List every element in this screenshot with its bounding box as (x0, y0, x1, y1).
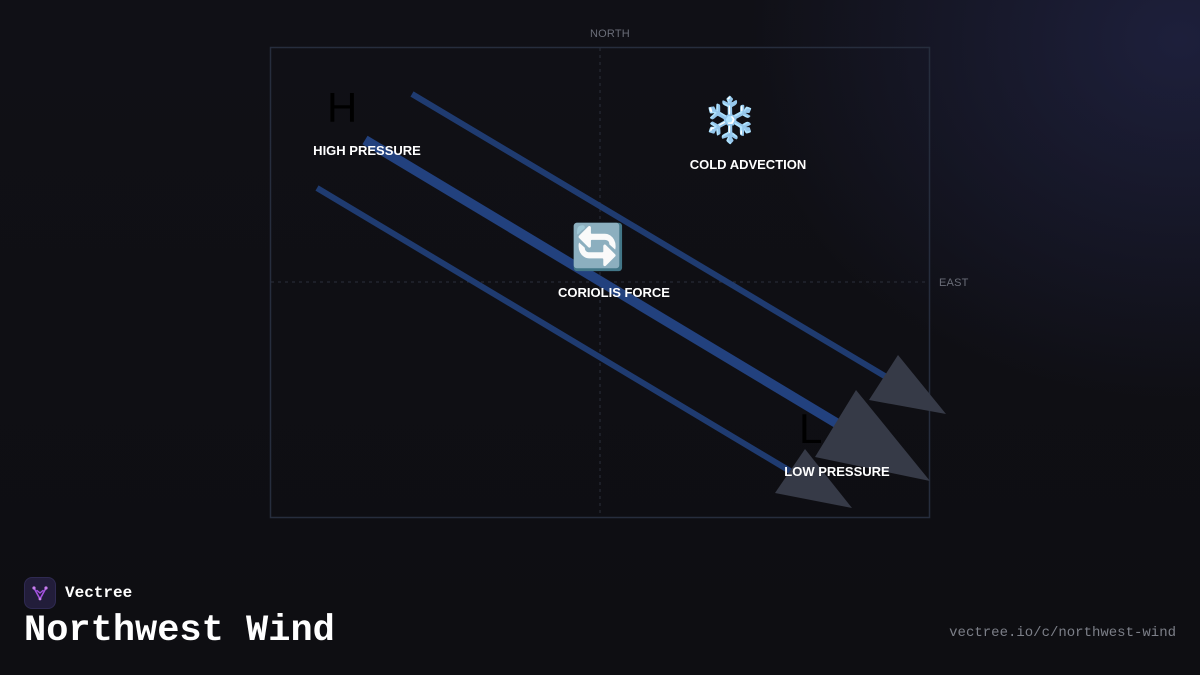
compass-east-label: EAST (939, 277, 969, 289)
wind-stream-lower (315, 185, 792, 474)
high-pressure-label: HIGH PRESSURE (313, 143, 421, 158)
high-pressure-symbol: H (327, 84, 358, 131)
wind-arrowhead-lower (775, 449, 852, 508)
wind-stream-upper (410, 91, 890, 381)
wind-diagram: NORTH EAST H HIGH PRESSURE ❄️ COLD ADVEC… (269, 28, 969, 519)
wind-arrowhead-main (815, 390, 930, 481)
low-pressure-symbol: L (799, 405, 823, 452)
wind-diagram-canvas (269, 46, 946, 519)
page-title: Northwest Wind (24, 610, 335, 652)
coriolis-force-label: CORIOLIS FORCE (558, 285, 670, 300)
rotation-arrows-icon: 🔄 (570, 223, 626, 272)
brand-lockup[interactable]: Vectree (24, 577, 132, 609)
snowflake-icon: ❄️ (702, 96, 758, 145)
diagram-frame (269, 46, 931, 519)
wind-stream-main (362, 135, 841, 429)
page-url-link[interactable]: vectree.io/c/northwest-wind (949, 625, 1176, 641)
cold-advection-label: COLD ADVECTION (689, 157, 807, 172)
compass-north-label: NORTH (590, 28, 630, 40)
brand-name: Vectree (65, 584, 133, 602)
low-pressure-label: LOW PRESSURE (784, 464, 890, 479)
wind-arrowhead-upper (869, 355, 946, 414)
vectree-logo-icon (24, 577, 56, 609)
